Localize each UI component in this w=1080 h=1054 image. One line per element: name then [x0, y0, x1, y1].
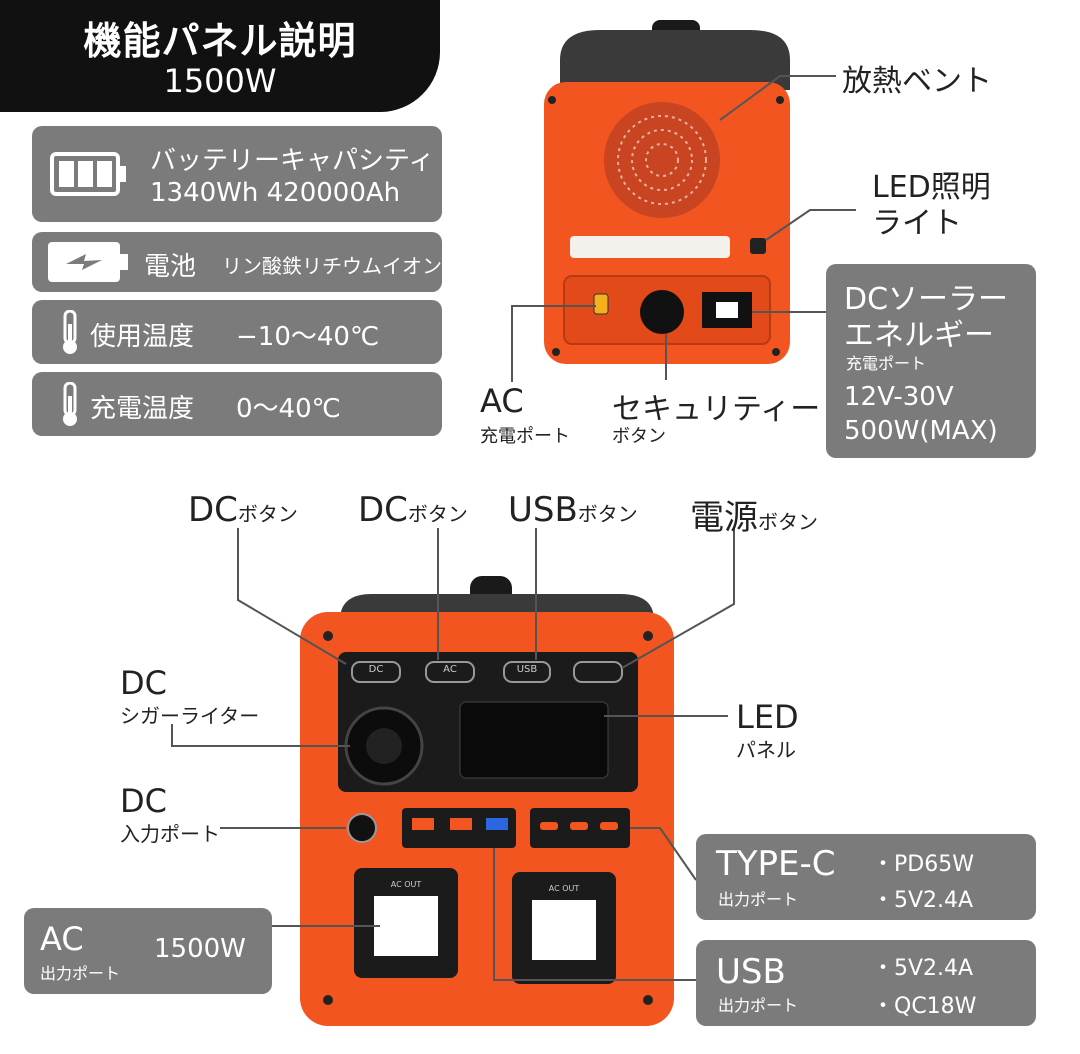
typec-label: TYPE-C	[716, 844, 836, 884]
front-device	[300, 576, 674, 1026]
typec-spec-2: ・5V2.4A	[872, 888, 974, 913]
spec-battery-capacity: バッテリーキャパシティ 1340Wh 420000Ah	[32, 126, 442, 222]
spec-charging-temp: 充電温度 0〜40℃	[32, 372, 442, 436]
led-light-label-2: ライト	[872, 206, 962, 241]
usb-label: USB	[716, 952, 786, 992]
typec-sublabel: 出力ポート	[718, 890, 799, 909]
battery-charge-icon	[48, 242, 128, 282]
led-light-strip	[570, 236, 730, 258]
device-ac-out-label: AC OUT	[548, 884, 580, 893]
spec-value: 0〜40℃	[236, 394, 341, 424]
dc-input-sublabel: 入力ポート	[120, 822, 220, 846]
solar-label-2: エネルギー	[844, 318, 994, 353]
rear-top-cover	[560, 30, 790, 90]
ac-output-label: AC	[40, 920, 84, 958]
solar-voltage: 12V-30V	[844, 382, 954, 412]
dc-button-label-1: DCボタン	[188, 490, 298, 530]
dc-input-port	[347, 813, 377, 843]
page-subtitle: 1500W	[163, 62, 277, 100]
vent-fan	[604, 102, 720, 218]
ac-output-wattage: 1500W	[154, 934, 246, 964]
cigarette-label: DC	[120, 664, 167, 702]
spec-battery-type: 電池 リン酸鉄リチウムイオン	[32, 232, 442, 292]
usb-button-label: USBボタン	[508, 490, 638, 530]
ac-output-sublabel: 出力ポート	[40, 964, 121, 983]
thermometer-icon	[63, 382, 77, 426]
header-title-box: 機能パネル説明 1500W	[0, 0, 440, 112]
dc-button-label-2: DCボタン	[358, 490, 468, 530]
usb-spec-2: ・QC18W	[872, 994, 977, 1019]
device-ac-out-label: AC OUT	[390, 880, 422, 889]
led-panel-label: LED	[736, 698, 799, 736]
spec-value: 1340Wh 420000Ah	[150, 178, 401, 208]
security-label: セキュリティー	[612, 392, 821, 427]
security-sublabel: ボタン	[612, 426, 666, 447]
led-panel-screen	[459, 701, 609, 779]
device-dc-button: DC	[368, 664, 384, 675]
solar-wattage: 500W(MAX)	[844, 416, 998, 446]
spec-operating-temp: 使用温度 −10〜40℃	[32, 300, 442, 364]
usb-sublabel: 出力ポート	[718, 996, 799, 1015]
usb-output-box: USB 出力ポート ・5V2.4A ・QC18W	[696, 940, 1036, 1026]
spec-value: リン酸鉄リチウムイオン	[222, 254, 442, 278]
spec-value: −10〜40℃	[236, 322, 380, 352]
led-light-button	[750, 238, 766, 254]
led-panel-sublabel: パネル	[736, 738, 796, 762]
ac-charge-label: AC	[480, 382, 524, 420]
vent-label: 放熱ベント	[842, 64, 992, 99]
led-light-label: LED照明	[872, 170, 991, 205]
usb-spec-1: ・5V2.4A	[872, 956, 974, 981]
spec-label: 電池	[144, 252, 197, 282]
device-ac-button: AC	[443, 664, 457, 675]
solar-sublabel: 充電ポート	[846, 354, 927, 373]
rear-device	[544, 20, 790, 364]
device-usb-button: USB	[516, 664, 538, 675]
dc-input-label: DC	[120, 782, 167, 820]
ac-output-box: AC 出力ポート 1500W	[24, 908, 272, 994]
ac-charge-sublabel: 充電ポート	[480, 426, 570, 447]
power-button-label: 電源ボタン	[690, 498, 818, 538]
solar-label: DCソーラー	[844, 282, 1009, 317]
battery-icon	[50, 152, 126, 196]
typec-output-box: TYPE-C 出力ポート ・PD65W ・5V2.4A	[696, 834, 1036, 920]
solar-info-box: DCソーラー エネルギー 充電ポート 12V-30V 500W(MAX)	[826, 264, 1036, 458]
security-button	[640, 290, 684, 334]
thermometer-icon	[63, 310, 77, 354]
spec-label: 使用温度	[90, 322, 195, 352]
ac-charge-port	[593, 293, 609, 315]
cigarette-sublabel: シガーライター	[120, 704, 260, 728]
spec-label: 充電温度	[90, 394, 195, 424]
spec-label: バッテリーキャパシティ	[150, 146, 435, 176]
page-title: 機能パネル説明	[83, 19, 357, 63]
typec-spec-1: ・PD65W	[872, 852, 974, 877]
